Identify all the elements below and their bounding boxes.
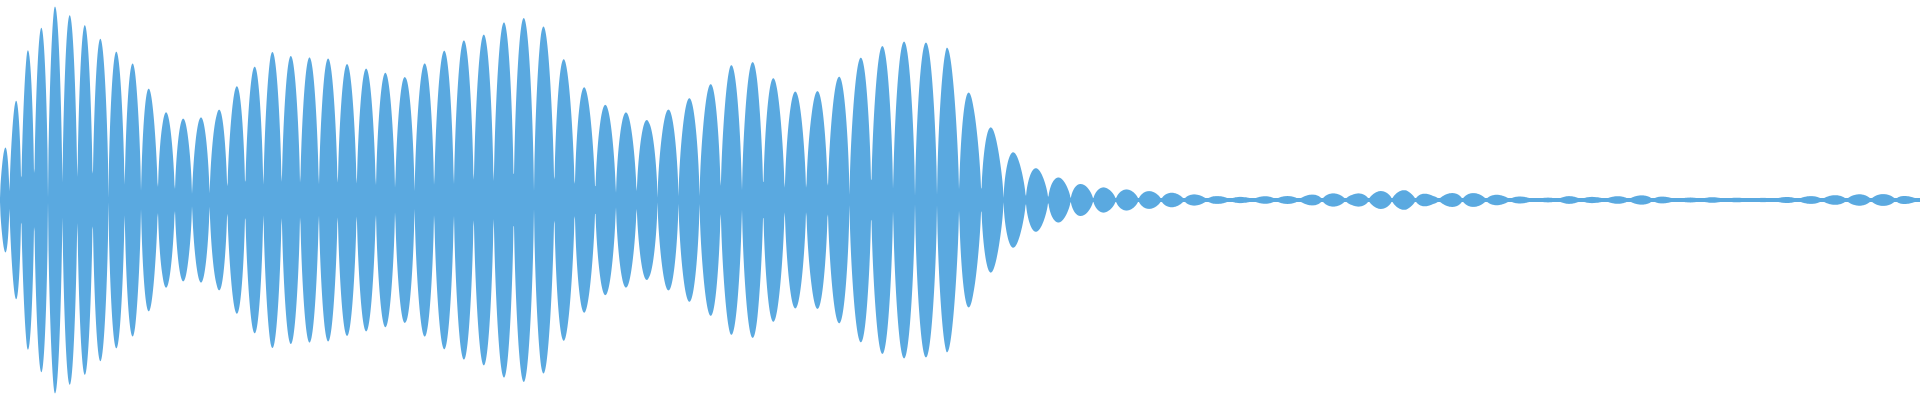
waveform-view [0,6,1920,394]
audio-waveform [0,6,1920,394]
